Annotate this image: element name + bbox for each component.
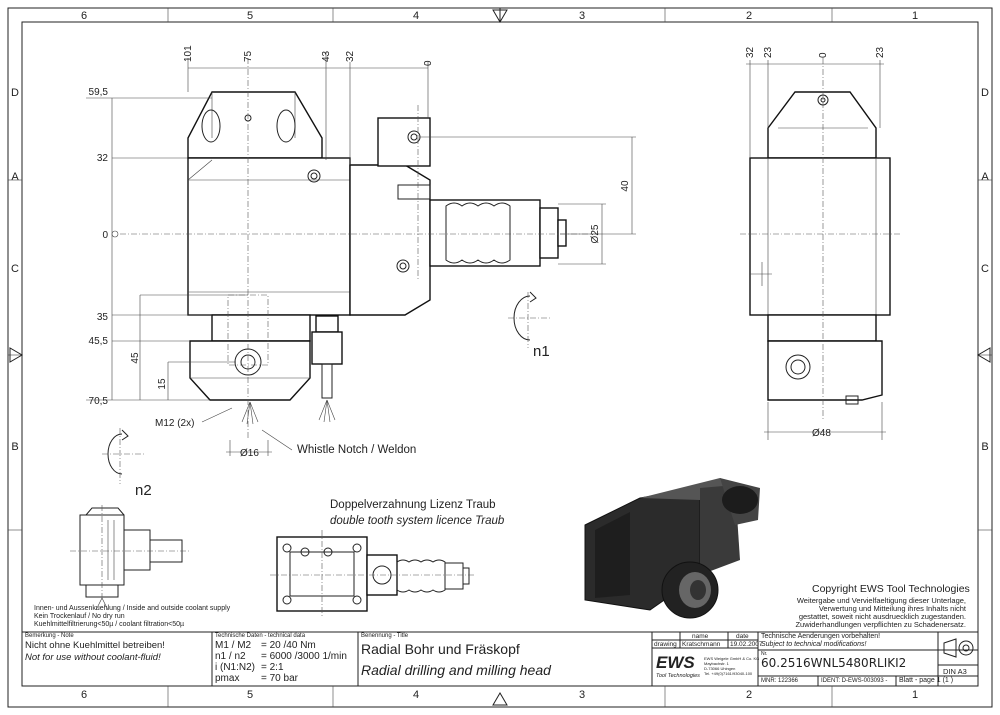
m12-callout: M12 (2x) — [155, 418, 194, 429]
dim-text: 32 — [97, 153, 109, 164]
nr-label: Nr. — [761, 651, 768, 657]
col-label: 6 — [81, 10, 87, 22]
dim-text: 35 — [97, 312, 109, 323]
change-de: Technische Aenderungen vorbehalten! — [761, 633, 881, 640]
copyright-line: gestattet, soweit nicht ausdruecklich zu… — [799, 612, 966, 621]
tooth-note-de: Doppelverzahnung Lizenz Traub — [330, 499, 496, 511]
row-label: A — [11, 171, 19, 183]
dim-text: 45 — [130, 352, 141, 364]
dim-text: 0 — [102, 230, 108, 241]
company-line: EWS Weigele GmbH & Co. KG — [704, 656, 760, 661]
copyright-line: Zuwiderhandlungen verpflichten zu Schade… — [795, 620, 966, 629]
dim-text: 23 — [875, 46, 886, 58]
row-label: D — [11, 87, 19, 99]
dim-text: 32 — [745, 46, 756, 58]
title-label: Benennung - Title — [361, 633, 409, 639]
dim-text: 0 — [818, 52, 829, 58]
company-line: Tel. +49(0)7161/93040-100 — [704, 671, 753, 676]
tech-label: Technische Daten - technical data — [215, 633, 306, 639]
tooth-detail-view — [270, 530, 475, 618]
centering-marks — [9, 8, 991, 706]
col-label: 5 — [247, 689, 253, 701]
row-label: D — [981, 87, 989, 99]
col-label: 5 — [247, 10, 253, 22]
mnr: MNR: 122366 — [761, 678, 799, 684]
sheet: Blatt - page 1 (1 ) — [899, 677, 954, 684]
col-label: 4 — [413, 10, 419, 22]
col-label: 3 — [579, 689, 585, 701]
din-format: DIN A3 — [943, 667, 967, 676]
company-line: Maybachstr. 1 — [704, 661, 729, 666]
rotation-n1 — [508, 291, 552, 348]
dim-text: 70,5 — [89, 396, 109, 407]
copyright-title: Copyright EWS Tool Technologies — [812, 583, 970, 595]
change-en: Subject to technical modifications! — [761, 641, 867, 648]
tech-row: M1 / M2= 20 /40 Nm — [215, 640, 316, 651]
dim-text: 32 — [345, 50, 356, 62]
tooth-note-en: double tooth system licence Traub — [330, 515, 505, 527]
dim-text: 40 — [620, 180, 631, 192]
col-label: 1 — [912, 10, 918, 22]
col-label: 3 — [579, 10, 585, 22]
title-de: Radial Bohr und Fräskopf — [361, 641, 520, 657]
front-view: 101 75 43 32 0 59,5 32 0 35 45,5 70,5 45… — [86, 45, 636, 499]
row-label: C — [981, 263, 989, 275]
n1-label: n1 — [533, 343, 550, 360]
product-3d-render — [584, 478, 760, 619]
dim-text: 45,5 — [89, 336, 109, 347]
coolant-note: Kuehlmittelfiltrierung<50µ / coolant fil… — [34, 621, 184, 628]
row-label: B — [11, 441, 18, 453]
frame-ticks — [8, 8, 992, 707]
n2-label: n2 — [135, 482, 152, 499]
col-label: 2 — [746, 10, 752, 22]
row-label: C — [11, 263, 19, 275]
dim-text: 75 — [243, 50, 254, 62]
company-line: D-73066 Uhingen — [704, 666, 736, 671]
tech-row: pmax= 70 bar — [215, 673, 298, 684]
ident: IDENT: D-EWS-003093 - — [821, 678, 888, 684]
d16-callout: Ø16 — [240, 448, 259, 459]
col-label: 1 — [912, 689, 918, 701]
dim-text: 59,5 — [89, 87, 109, 98]
col-label: 6 — [81, 689, 87, 701]
row-label: B — [981, 441, 988, 453]
title-en: Radial drilling and milling head — [361, 662, 551, 678]
frame-labels: 6 5 4 3 2 1 6 5 4 3 2 1 D C B A D C B A — [11, 10, 989, 701]
tech-row: i (N1:N2)= 2:1 — [215, 662, 284, 673]
dim-text: 43 — [321, 50, 332, 62]
side-view: 32 23 0 23 Ø48 — [740, 46, 900, 440]
dim-text: 0 — [423, 60, 434, 66]
col-label: 2 — [746, 689, 752, 701]
dim-text: Ø48 — [812, 428, 831, 439]
remark-de: Nicht ohne Kuehlmittel betreiben! — [25, 640, 165, 651]
remark-label: Bemerkung - Note — [25, 633, 74, 639]
row-drawing: drawing — [654, 641, 677, 648]
ews-logo: EWS — [656, 653, 695, 672]
coolant-note: Innen- und Aussenkuehlung / Inside and o… — [34, 605, 231, 612]
dim-text: 23 — [763, 46, 774, 58]
drawing-name: Kratschmann — [682, 641, 721, 648]
whistle-callout: Whistle Notch / Weldon — [297, 444, 416, 456]
col-name: name — [692, 633, 709, 640]
coolant-schematic — [70, 505, 190, 611]
tech-row: n1 / n2= 6000 /3000 1/min — [215, 651, 347, 662]
ews-logo-sub: Tool Technologies — [656, 673, 700, 679]
row-label: A — [981, 171, 989, 183]
copyright-line: Weitergabe und Vervielfaeltigung dieser … — [797, 596, 966, 605]
drawing-date: 19.02.2007 — [730, 641, 763, 648]
title-block-grid — [22, 631, 978, 686]
projection-symbol — [943, 638, 974, 658]
remark-en: Not for use without coolant-fluid! — [25, 652, 161, 663]
dim-text: 15 — [157, 378, 168, 390]
dim-text: 101 — [183, 45, 194, 62]
copyright-line: Verwertung und Mitteilung ihres Inhalts … — [819, 604, 967, 613]
dim-text: Ø25 — [590, 224, 601, 243]
col-date: date — [736, 633, 749, 640]
coolant-note: Kein Trockenlauf / No dry run — [34, 613, 125, 620]
rotation-n2 — [102, 428, 146, 484]
col-label: 4 — [413, 689, 419, 701]
part-number: 60.2516WNL5480RLIKI2 — [761, 656, 907, 670]
